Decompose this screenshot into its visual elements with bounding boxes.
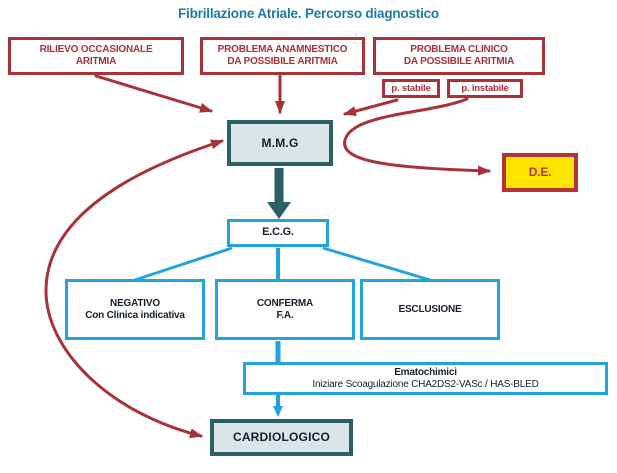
arrow-pinstabile-to-de bbox=[343, 97, 491, 176]
node-p-stabile-label: p. stabile bbox=[391, 82, 431, 94]
node-rilievo-occasionale: RILIEVO OCCASIONALE ARITMIA bbox=[8, 37, 184, 75]
node-p-instabile-label: p. instabile bbox=[461, 82, 509, 94]
arrow-pstabile-to-mmg bbox=[343, 98, 399, 116]
node-clinico-line2: DA POSSIBILE ARITMIA bbox=[403, 56, 515, 67]
node-negativo: NEGATIVO Con Clinica indicativa bbox=[65, 279, 205, 340]
node-p-stabile: p. stabile bbox=[382, 79, 440, 98]
arrow-rilievo-to-mmg bbox=[94, 74, 213, 113]
node-ecg-label: E.C.G. bbox=[262, 226, 294, 239]
node-rilievo-line2: ARITMIA bbox=[75, 56, 117, 67]
node-problema-clinico: PROBLEMA CLINICO DA POSSIBILE ARITMIA bbox=[373, 37, 545, 75]
node-esclusione: ESCLUSIONE bbox=[360, 279, 500, 340]
page-title: Fibrillazione Atriale. Percorso diagnost… bbox=[178, 6, 439, 21]
node-conferma-line2: F.A. bbox=[276, 309, 294, 321]
node-ecg: E.C.G. bbox=[227, 219, 329, 247]
node-mmg-label: M.M.G bbox=[261, 135, 299, 150]
node-conferma-line1: CONFERMA bbox=[256, 297, 314, 309]
node-ematochimici: Ematochimici Iniziare Scoagulazione CHA2… bbox=[243, 362, 608, 395]
line-ecg-to-esclusione bbox=[322, 246, 431, 282]
node-p-instabile: p. instabile bbox=[447, 79, 523, 98]
node-cardiologico-label: CARDIOLOGICO bbox=[232, 430, 331, 445]
node-problema-anamnestico: PROBLEMA ANAMNESTICO DA POSSIBILE ARITMI… bbox=[200, 37, 365, 75]
node-anamnestico-line1: PROBLEMA ANAMNESTICO bbox=[217, 44, 348, 55]
node-de-label: D.E. bbox=[528, 165, 552, 180]
node-negativo-line2: Con Clinica indicativa bbox=[85, 309, 185, 321]
line-ecg-to-negativo bbox=[134, 246, 233, 282]
node-clinico-line1: PROBLEMA CLINICO bbox=[410, 44, 508, 55]
node-ematochimici-line1: Ematochimici bbox=[394, 366, 457, 378]
node-anamnestico-line2: DA POSSIBILE ARITMIA bbox=[227, 56, 338, 67]
node-rilievo-line1: RILIEVO OCCASIONALE bbox=[39, 44, 153, 55]
node-conferma-fa: CONFERMA F.A. bbox=[215, 279, 355, 340]
node-mmg: M.M.G bbox=[227, 120, 333, 166]
node-de: D.E. bbox=[502, 153, 578, 192]
arrow-mmg-to-ecg-head bbox=[267, 202, 291, 219]
node-negativo-line1: NEGATIVO bbox=[110, 297, 160, 309]
node-ematochimici-line2: Iniziare Scoagulazione CHA2DS2-VASc / HA… bbox=[312, 378, 539, 390]
node-cardiologico: CARDIOLOGICO bbox=[210, 419, 353, 456]
node-esclusione-label: ESCLUSIONE bbox=[398, 303, 462, 315]
